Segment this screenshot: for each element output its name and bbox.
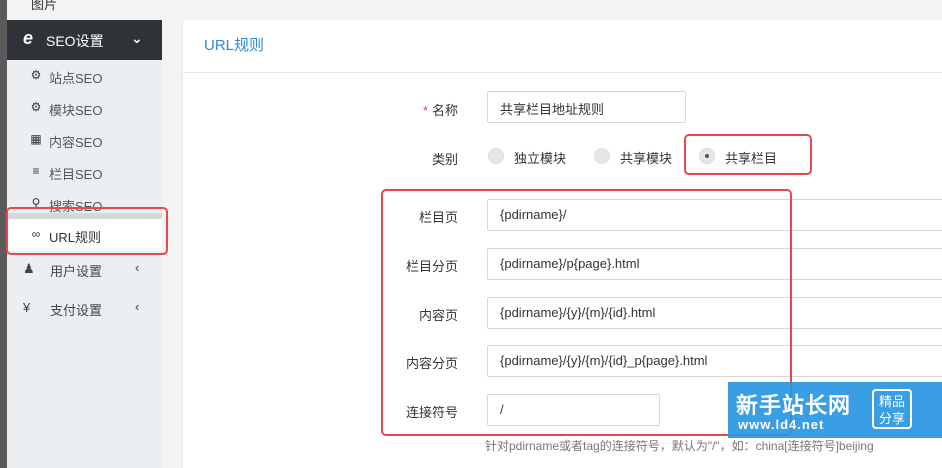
- list-icon: ≡: [32, 164, 40, 178]
- radio-dot: [594, 148, 610, 164]
- sidebar: e SEO设置 ⌄ ⚙ 站点SEO ⚙ 模块SEO ▦ 内容SEO ≡ 栏目SE…: [7, 20, 162, 468]
- link-icon: ∞: [31, 227, 41, 241]
- content-page-input[interactable]: {pdirname}/{y}/{m}/{id}.html: [487, 297, 942, 329]
- watermark-badge-line2: 分享: [878, 411, 905, 426]
- watermark-badge-line1: 精品: [878, 394, 905, 409]
- sidebar-item-label: 内容SEO: [49, 135, 103, 150]
- top-bar: 图片: [7, 0, 942, 21]
- sidebar-group-seo[interactable]: e SEO设置 ⌄: [7, 20, 162, 60]
- sidebar-item-content-seo[interactable]: ▦ 内容SEO: [7, 124, 162, 156]
- name-label: *名称: [338, 100, 458, 119]
- sidebar-item-search-seo[interactable]: ⚲ 搜索SEO: [7, 188, 162, 220]
- sidebar-item-url-rules[interactable]: ∞ URL规则: [7, 213, 162, 251]
- sidebar-group-label: 用户设置: [50, 264, 103, 279]
- chevron-left-icon: ‹: [135, 299, 140, 314]
- divider: [183, 72, 942, 73]
- radio-dot: [488, 148, 504, 164]
- sidebar-item-label: 栏目SEO: [49, 167, 103, 182]
- radio-label: 共享模块: [620, 151, 673, 166]
- connector-input[interactable]: /: [487, 394, 660, 426]
- sidebar-group-payment-settings[interactable]: ¥ 支付设置 ‹: [7, 290, 162, 328]
- radio-label: 独立模块: [514, 151, 567, 166]
- radio-label: 共享栏目: [725, 151, 778, 166]
- cogs-icon: ⚙: [30, 100, 42, 114]
- type-label: 类别: [431, 152, 458, 167]
- column-pagination-input[interactable]: {pdirname}/p{page}.html: [487, 248, 942, 280]
- required-marker: *: [422, 103, 428, 118]
- name-input[interactable]: 共享栏目地址规则: [487, 91, 686, 123]
- sidebar-item-module-seo[interactable]: ⚙ 模块SEO: [7, 92, 162, 124]
- page-title: URL规则: [204, 37, 265, 54]
- gear-icon: ⚙: [30, 68, 42, 82]
- top-bar-title: 图片: [31, 0, 58, 12]
- window-edge: [0, 0, 7, 468]
- user-icon: ♟: [23, 261, 35, 276]
- sidebar-item-label: 模块SEO: [49, 103, 103, 118]
- search-icon: ⚲: [31, 196, 41, 210]
- sidebar-group-seo-label: SEO设置: [46, 33, 104, 49]
- content-pagination-label: 内容分页: [405, 356, 458, 371]
- content-pagination-input[interactable]: {pdirname}/{y}/{m}/{id}_p{page}.html: [487, 345, 942, 377]
- connector-label: 连接符号: [405, 405, 458, 420]
- ie-icon: e: [23, 28, 34, 48]
- sidebar-group-user-settings[interactable]: ♟ 用户设置 ‹: [7, 251, 162, 289]
- watermark-name: 新手站长网: [736, 393, 852, 418]
- column-pagination-label: 栏目分页: [405, 259, 458, 274]
- chevron-down-icon: ⌄: [131, 30, 143, 46]
- name-label-text: 名称: [431, 103, 458, 118]
- sidebar-item-column-seo[interactable]: ≡ 栏目SEO: [7, 156, 162, 188]
- sidebar-item-label: 搜索SEO: [49, 199, 103, 214]
- yen-icon: ¥: [23, 300, 31, 315]
- sidebar-item-site-seo[interactable]: ⚙ 站点SEO: [7, 60, 162, 92]
- watermark-url: www.ld4.net: [738, 417, 825, 432]
- sidebar-group-label: 支付设置: [50, 303, 103, 318]
- sidebar-item-label: 站点SEO: [49, 71, 103, 86]
- column-page-label: 栏目页: [418, 210, 458, 225]
- watermark-badge: 精品 分享: [872, 389, 912, 429]
- column-page-input[interactable]: {pdirname}/: [487, 199, 942, 231]
- watermark: 新手站长网 www.ld4.net 精品 分享: [728, 382, 942, 438]
- content-page-label: 内容页: [418, 308, 458, 323]
- radio-dot-selected: [699, 148, 715, 164]
- connector-hint: 针对pdirname或者tag的连接符号，默认为"/"，如：china[连接符号…: [485, 439, 874, 453]
- grid-icon: ▦: [30, 132, 42, 146]
- chevron-left-icon: ‹: [135, 260, 140, 275]
- sidebar-item-label: URL规则: [49, 230, 102, 245]
